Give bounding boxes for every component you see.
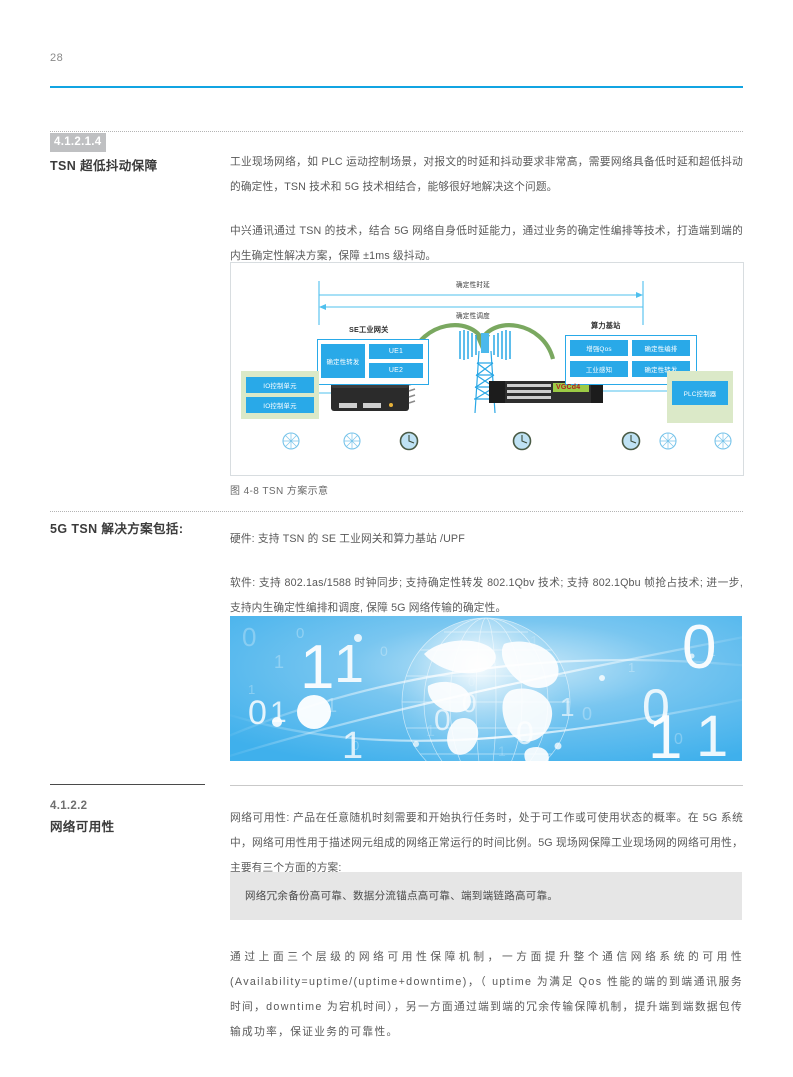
svg-text:1: 1	[274, 652, 284, 672]
section-tsn-body: 工业现场网络，如 PLC 运动控制场景，对报文的时延和抖动要求非常高，需要网络具…	[230, 139, 743, 279]
gateway-block-ue1: UE1	[369, 344, 423, 359]
section-availability-number: 4.1.2.2	[50, 800, 88, 812]
section-availability-title: 网络可用性	[50, 820, 115, 834]
solution-body: 硬件: 支持 TSN 的 SE 工业网关和算力基站 /UPF 软件: 支持 80…	[230, 516, 743, 631]
svg-text:0: 0	[582, 704, 592, 724]
svg-text:0: 0	[380, 643, 388, 659]
io-block-1: IO控制单元	[246, 377, 314, 393]
availability-callout-text: 网络冗余备份高可靠、数据分流锚点高可靠、端到端链路高可靠。	[245, 890, 559, 902]
page-number: 28	[50, 52, 64, 64]
solution-divider	[50, 511, 743, 512]
section-tsn-paragraph-1: 工业现场网络，如 PLC 运动控制场景，对报文的时延和抖动要求非常高，需要网络具…	[230, 155, 743, 193]
svg-text:1: 1	[560, 692, 574, 722]
section-tsn-number: 4.1.2.1.4	[50, 133, 107, 152]
section-tsn-title: TSN 超低抖动保障	[50, 159, 158, 173]
availability-callout-box: 网络冗余备份高可靠、数据分流锚点高可靠、端到端链路高可靠。	[230, 872, 742, 920]
svg-text:1: 1	[326, 695, 337, 717]
diagram-label-deterministic-latency: 确定性时延	[456, 282, 490, 289]
solution-label-column: 5G TSN 解决方案包括:	[50, 519, 210, 539]
svg-text:0: 0	[296, 625, 304, 642]
svg-text:0: 0	[242, 622, 256, 652]
section-availability-label-rule	[50, 784, 205, 785]
section-availability-closing-paragraph: 通过上面三个层级的网络可用性保障机制，一方面提升整个通信网络系统的可用性 (Av…	[230, 950, 743, 1038]
svg-text:0: 0	[248, 694, 267, 732]
section-availability-body: 网络可用性: 产品在任意随机时刻需要和开始执行任务时，处于可工作或可使用状态的概…	[230, 795, 743, 891]
section-tsn-paragraph-2: 中兴通讯通过 TSN 的技术，结合 5G 网络自身低时延能力，通过业务的确定性编…	[230, 224, 743, 262]
svg-text:1: 1	[342, 725, 363, 761]
section-availability-label-column: 4.1.2.2 网络可用性	[50, 798, 210, 837]
basestation-block-deterministic-orchestration: 确定性编排	[632, 340, 690, 356]
section-tsn-label-column: 4.1.2.1.4 TSN 超低抖动保障	[50, 132, 210, 176]
diagram-label-deterministic-scheduling: 确定性调度	[456, 313, 490, 320]
solution-paragraph-software: 软件: 支持 802.1as/1588 时钟同步; 支持确定性转发 802.1Q…	[230, 576, 743, 614]
rack-server	[489, 381, 603, 403]
figure-tsn-diagram: 确定性时延 确定性调度 SE工业网关 算力基站 确定性转发 UE1 UE2 IO…	[230, 262, 744, 476]
svg-text:0: 0	[674, 731, 683, 748]
svg-text:1: 1	[708, 643, 716, 659]
svg-text:1: 1	[248, 682, 255, 697]
svg-text:1: 1	[334, 634, 364, 694]
svg-text:0: 0	[516, 715, 534, 751]
io-block-2: IO控制单元	[246, 397, 314, 413]
solution-label: 5G TSN 解决方案包括:	[50, 522, 184, 536]
svg-text:0: 0	[642, 679, 670, 735]
svg-text:0: 0	[434, 704, 451, 737]
svg-text:0: 0	[462, 688, 476, 718]
svg-text:1: 1	[648, 703, 682, 761]
gateway-block-ue2: UE2	[369, 363, 423, 378]
server-model-label: VGCd4	[556, 384, 581, 391]
solution-paragraph-hardware: 硬件: 支持 TSN 的 SE 工业网关和算力基站 /UPF	[230, 532, 465, 545]
gateway-block-deterministic-forward: 确定性转发	[321, 344, 365, 378]
globe-binary-banner: 0 1 0 1 1 0 1 0 1 0 1 0 1 1 0	[230, 616, 742, 761]
plc-block: PLC控制器	[672, 381, 728, 405]
svg-text:1: 1	[696, 704, 728, 761]
header-accent-rule	[50, 86, 743, 88]
svg-text:1: 1	[628, 660, 635, 675]
section-availability-paragraph-1: 网络可用性: 产品在任意随机时刻需要和开始执行任务时，处于可工作或可使用状态的概…	[230, 811, 743, 874]
figure-caption: 图 4-8 TSN 方案示意	[230, 486, 329, 497]
svg-text:1: 1	[300, 633, 334, 702]
basestation-block-industrial-awareness: 工业感知	[570, 361, 628, 377]
diagram-label-se-gateway: SE工业网关	[349, 325, 389, 334]
section-availability-body-rule	[230, 785, 743, 786]
banner-artwork: 0 1 0 1 1 0 1 0 1 0 1 0 1 1 0	[230, 616, 742, 761]
svg-text:0: 0	[682, 616, 716, 682]
svg-text:0: 0	[352, 738, 359, 753]
section-tsn-divider	[50, 131, 743, 132]
svg-text:1: 1	[270, 696, 287, 729]
section-availability-closing: 通过上面三个层级的网络可用性保障机制，一方面提升整个通信网络系统的可用性 (Av…	[230, 934, 743, 1055]
gateway-device	[331, 381, 416, 411]
basestation-block-enhanced-qos: 增强Qos	[570, 340, 628, 356]
diagram-label-compute-basestation: 算力基站	[591, 321, 621, 330]
